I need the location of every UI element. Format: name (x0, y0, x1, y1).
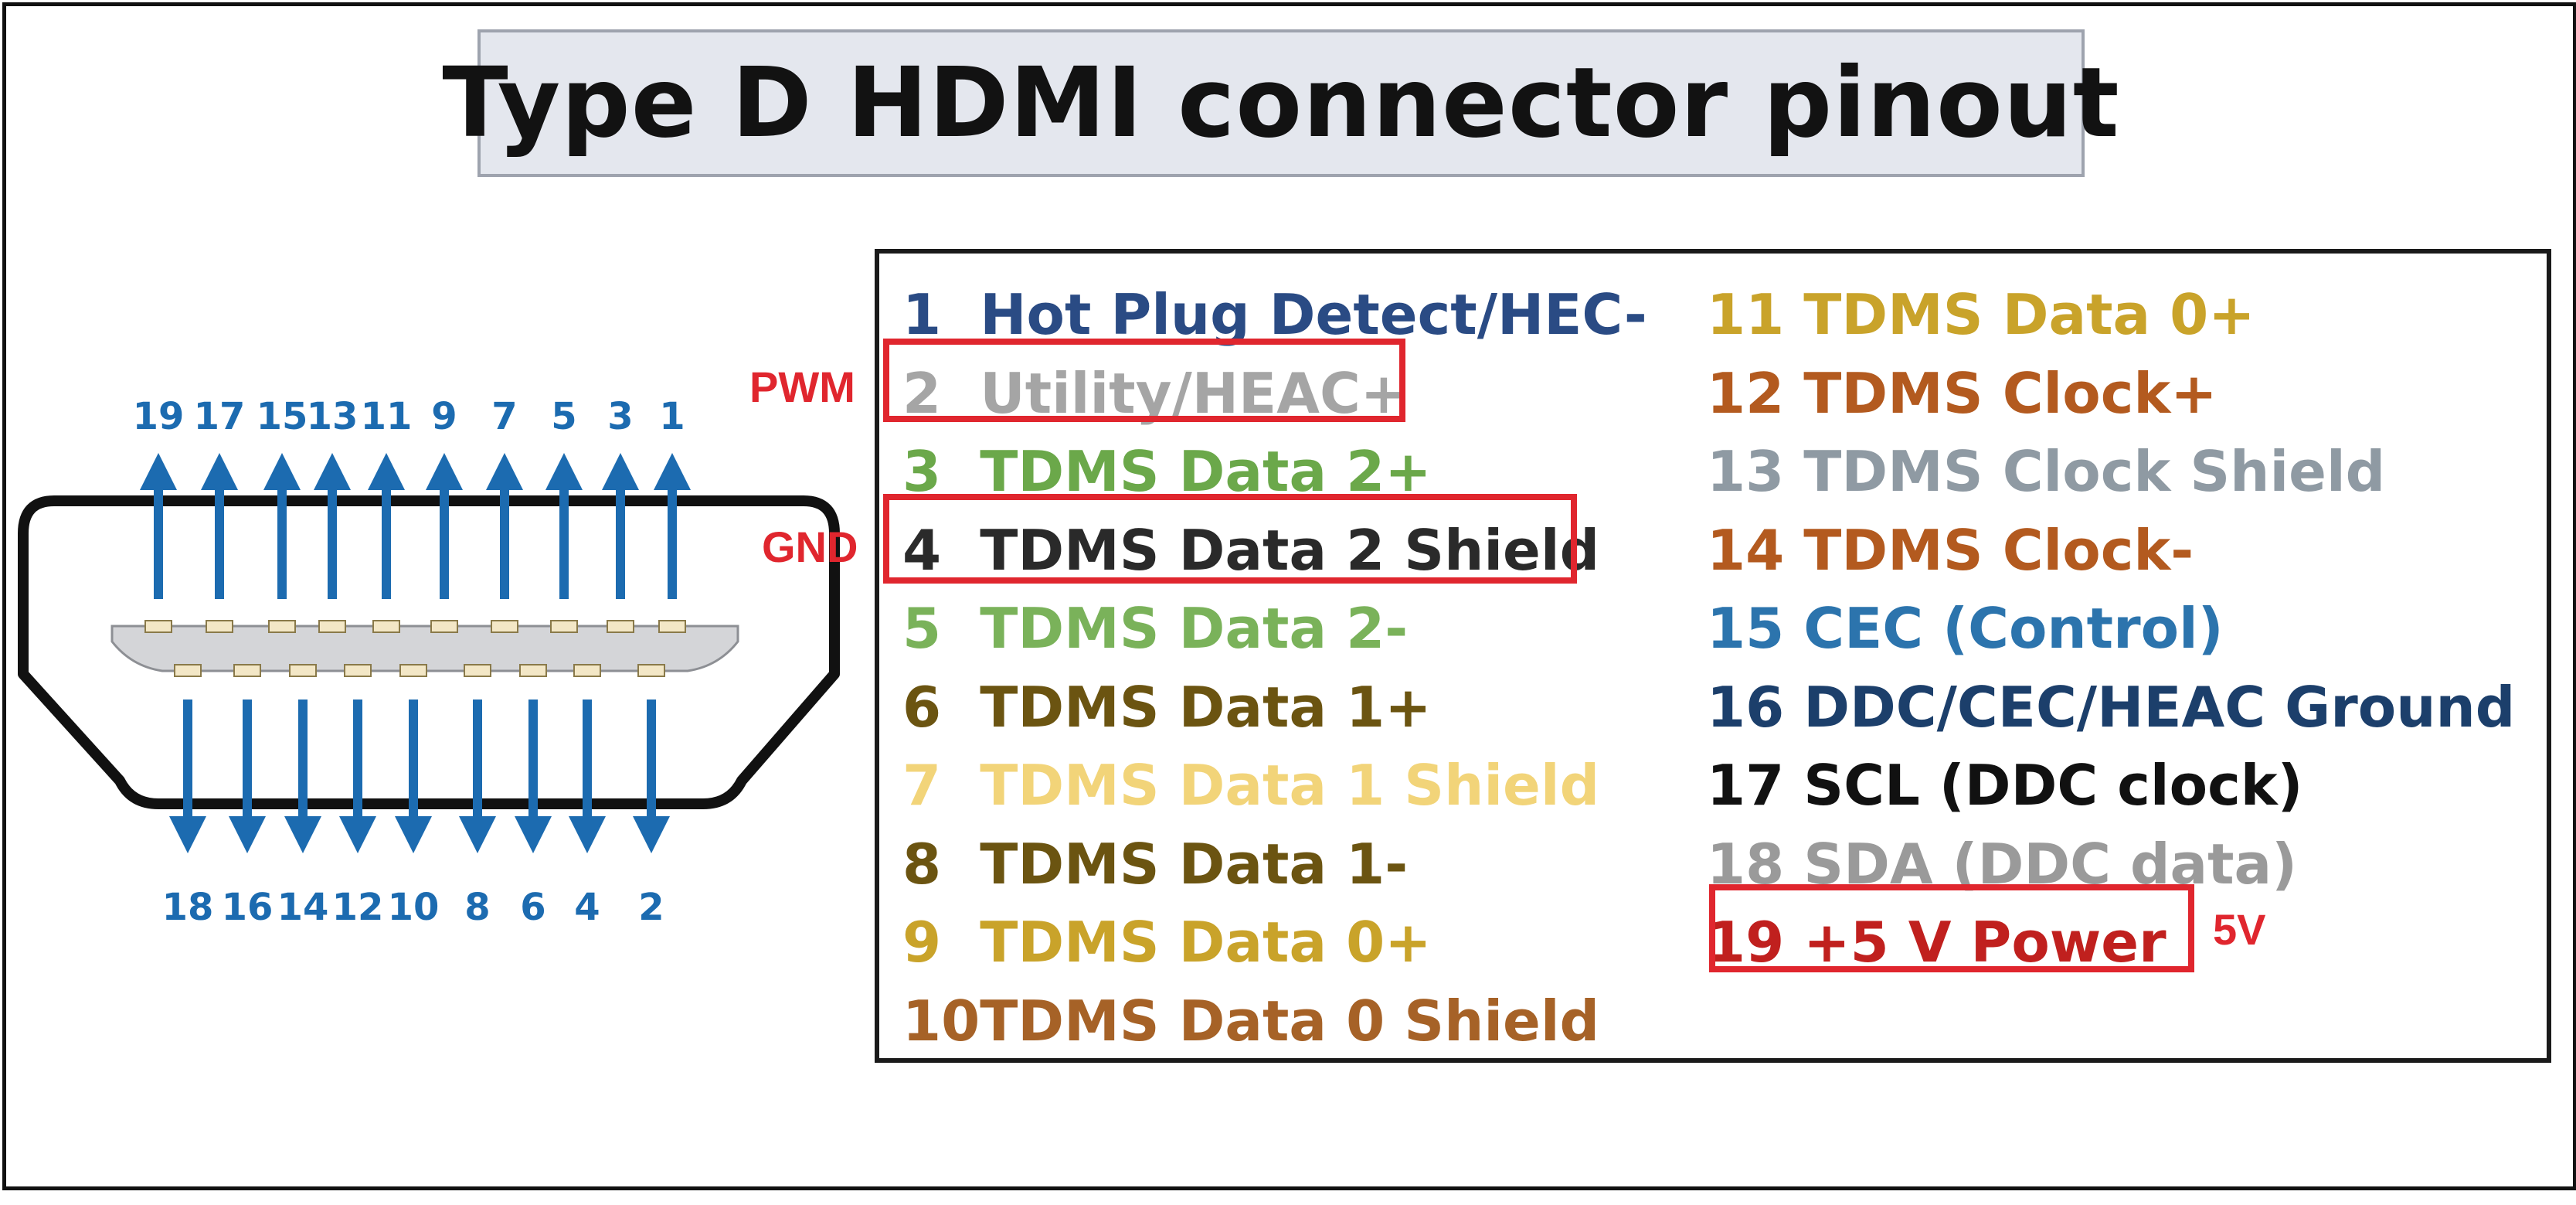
bottom-pin-number: 2 (638, 886, 664, 929)
highlight-pin-4 (883, 494, 1577, 584)
bottom-pin-arrows (169, 700, 670, 853)
top-pin-contact (144, 620, 172, 633)
top-pin-number: 13 (307, 395, 359, 438)
top-pin-contacts (144, 620, 686, 633)
pin-left-row: 10TDMS Data 0 Shield (902, 988, 1600, 1054)
top-pin-number: 19 (133, 395, 185, 438)
bottom-pin-number: 4 (574, 886, 600, 929)
top-pin-contact (318, 620, 346, 633)
bottom-pin-contact (289, 664, 317, 677)
five-v-label: 5V (2213, 905, 2266, 954)
bottom-pin-number: 8 (464, 886, 490, 929)
pin-right-row: 17 SCL (DDC clock) (1707, 753, 2303, 818)
pin-left-row: 3 TDMS Data 2+ (902, 439, 1432, 504)
highlight-pin-2 (883, 339, 1405, 422)
pin-left-row: 4 TDMS Data 2 Shield (902, 517, 1600, 583)
pin-right-row: 13 TDMS Clock Shield (1707, 439, 2386, 504)
top-pin-contact (607, 620, 634, 633)
title-box: Type D HDMI connector pinout (442, 29, 2119, 177)
bottom-pin-number: 18 (162, 886, 214, 929)
diagram-title: Type D HDMI connector pinout (442, 47, 2120, 159)
pin-right-row: 16 DDC/CEC/HEAC Ground (1707, 674, 2516, 740)
top-pin-number: 15 (257, 395, 308, 438)
pin-right-row: 12 TDMS Clock+ (1707, 360, 2217, 426)
pin-left-row: 6 TDMS Data 1+ (902, 674, 1432, 740)
pin-left-row: 9 TDMS Data 0+ (902, 910, 1432, 975)
pin-right-row: 19 +5 V Power (1707, 910, 2166, 975)
bottom-pin-contact (519, 664, 547, 677)
top-pin-number: 3 (607, 395, 633, 438)
pin-left-row: 8 TDMS Data 1- (902, 831, 1409, 897)
pin-tongue (110, 625, 739, 672)
top-pin-number: 17 (194, 395, 246, 438)
connector-outline (18, 495, 840, 809)
pin-right-row: 15 CEC (Control) (1707, 596, 2224, 661)
top-pin-contact (430, 620, 458, 633)
bottom-pin-number: 6 (520, 886, 545, 929)
top-pin-arrows (140, 453, 691, 599)
top-pin-contact (206, 620, 233, 633)
pin-right-row: 18 SDA (DDC data) (1707, 831, 2298, 897)
top-pin-contact (268, 620, 296, 633)
bottom-pin-contact (573, 664, 601, 677)
bottom-pin-number: 16 (222, 886, 274, 929)
top-pin-number: 7 (491, 395, 517, 438)
pin-left-row: 5 TDMS Data 2- (902, 596, 1409, 661)
bottom-pin-contacts (174, 664, 665, 677)
pwm-label: PWM (749, 363, 855, 411)
pin-left-row: 7 TDMS Data 1 Shield (902, 753, 1600, 818)
top-pin-contact (658, 620, 686, 633)
top-pin-contact (550, 620, 578, 633)
bottom-pin-contact (233, 664, 261, 677)
pin-left-row: 2 Utility/HEAC+ (902, 360, 1408, 426)
pin-right-row: 14 TDMS Clock- (1707, 517, 2194, 583)
bottom-pin-contact (464, 664, 491, 677)
gnd-label: GND (762, 523, 858, 571)
top-pin-number: 1 (659, 395, 685, 438)
top-pin-number: 9 (431, 395, 457, 438)
bottom-pin-number: 10 (388, 886, 440, 929)
bottom-pin-number: 12 (332, 886, 384, 929)
top-pin-number: 5 (551, 395, 576, 438)
bottom-pin-contact (399, 664, 427, 677)
top-pin-number: 11 (361, 395, 413, 438)
highlight-pin-19 (1709, 884, 2194, 972)
bottom-pin-contact (174, 664, 202, 677)
bottom-pin-number: 14 (277, 886, 329, 929)
top-pin-contact (491, 620, 518, 633)
top-pin-contact (372, 620, 400, 633)
pin-right-row: 11 TDMS Data 0+ (1707, 282, 2255, 347)
pin-left-row: 1 Hot Plug Detect/HEC- (902, 282, 1647, 347)
bottom-pin-contact (344, 664, 372, 677)
bottom-pin-contact (637, 664, 665, 677)
